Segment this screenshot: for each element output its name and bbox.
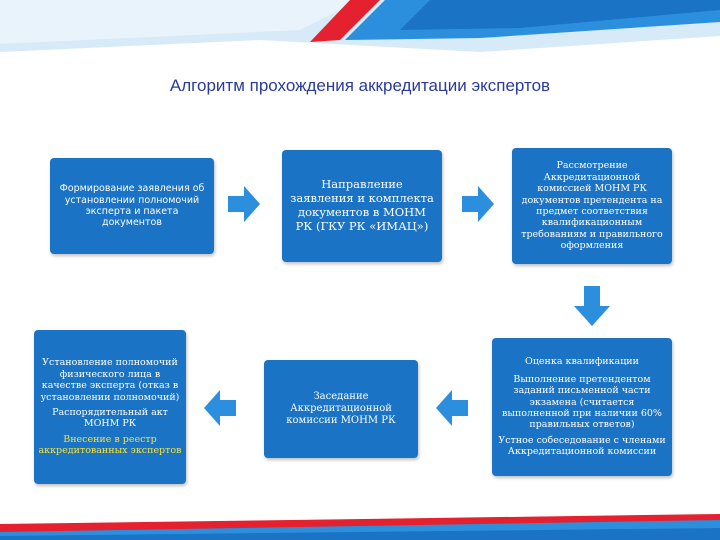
step-text: Рассмотрение Аккредитационной комиссией … — [521, 160, 663, 252]
step-authority-text: Установление полномочий физического лица… — [40, 357, 180, 403]
arrow-down-icon — [574, 286, 610, 326]
step-written-exam: Выполнение претендентом заданий письменн… — [502, 373, 662, 431]
arrow-left-icon — [436, 390, 468, 426]
page-title: Алгоритм прохождения аккредитации экспер… — [169, 76, 551, 95]
step-box-submission: Направление заявления и комплекта докуме… — [282, 150, 442, 262]
step-text: Формирование заявления об установлении п… — [59, 183, 205, 229]
step-oral-interview: Устное собеседование с членами Аккредита… — [498, 434, 666, 458]
step-box-qualification: Оценка квалификации Выполнение претенден… — [492, 338, 672, 476]
step-order-text: Распорядительный акт МОНМ РК — [52, 407, 168, 430]
arrow-right-icon — [462, 186, 494, 222]
step-box-review: Рассмотрение Аккредитационной комиссией … — [512, 148, 672, 264]
step-text: Направление заявления и комплекта докуме… — [290, 177, 434, 233]
arrow-right-icon — [228, 186, 260, 222]
top-banner — [0, 0, 720, 52]
step-box-authority: Установление полномочий физического лица… — [34, 330, 186, 484]
step-heading: Оценка квалификации — [525, 356, 639, 368]
step-text: Заседание Аккредитационной комиссии МОНМ… — [286, 391, 396, 426]
bottom-banner — [0, 514, 720, 540]
red-stripe — [310, 0, 380, 42]
arrow-left-icon — [204, 390, 236, 426]
step-box-formation: Формирование заявления об установлении п… — [50, 158, 214, 254]
step-box-commission-meeting: Заседание Аккредитационной комиссии МОНМ… — [264, 360, 418, 458]
step-registry-text: Внесение в реестр аккредитованных экспер… — [38, 433, 182, 457]
